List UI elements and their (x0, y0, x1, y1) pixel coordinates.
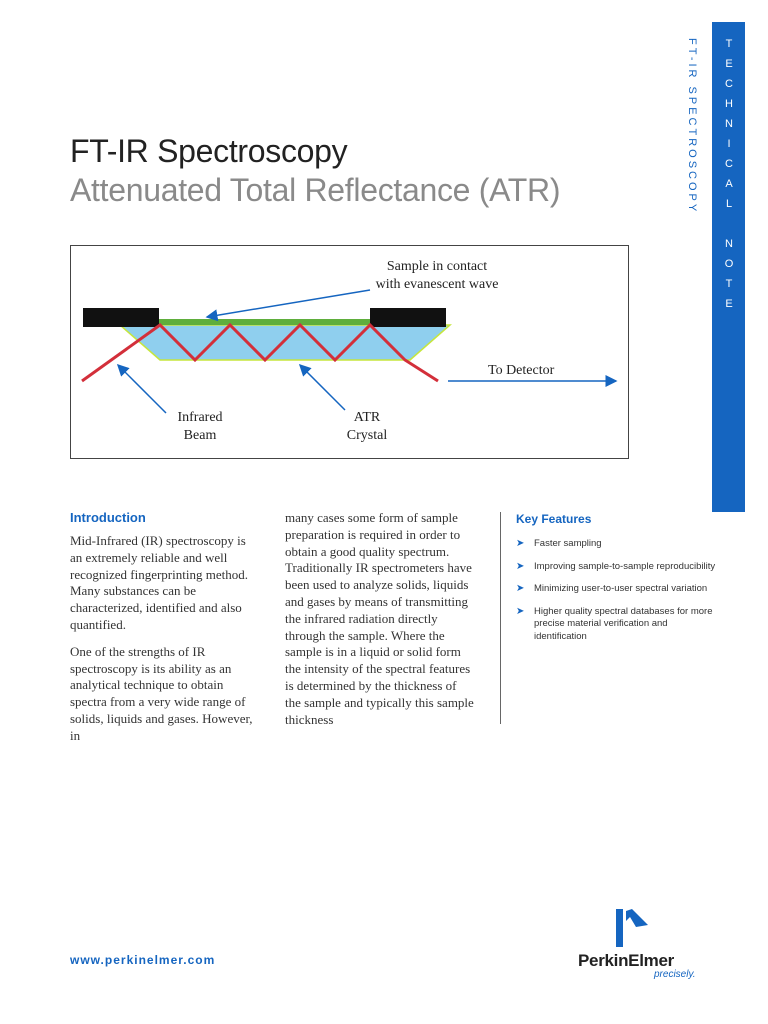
beam-label-line2: Beam (184, 428, 217, 443)
chevron-right-icon: ➤ (516, 605, 525, 617)
technical-note-label: TECHNICAL NOTE (723, 38, 735, 318)
chevron-right-icon: ➤ (516, 538, 525, 549)
key-feature-text: Improving sample-to-sample reproducibili… (534, 560, 716, 572)
clamp-right (370, 308, 446, 327)
page-subtitle: Attenuated Total Reflectance (ATR) (70, 172, 561, 208)
sample-pointer-arrow (205, 289, 371, 322)
category-label: FT-IR SPECTROSCOPY (686, 38, 698, 215)
intro-column-1: Mid-Infrared (IR) spectroscopy is an ext… (70, 533, 258, 755)
infrared-beam-path (81, 322, 439, 383)
key-feature-item: ➤ Faster sampling (516, 538, 716, 551)
atr-diagram: Sample in contact with evanescent wave T… (70, 245, 629, 459)
brand-name: PerkinElmer (578, 951, 674, 970)
key-feature-text: Higher quality spectral databases for mo… (534, 605, 713, 642)
crystal-label-line2: Crystal (347, 428, 388, 443)
crystal-label-line1: ATR (354, 410, 381, 425)
key-feature-item: ➤ Minimizing user-to-user spectral varia… (516, 583, 716, 596)
technical-note-banner (712, 22, 745, 512)
intro-paragraph-2: One of the strengths of IR spectroscopy … (70, 643, 253, 743)
key-feature-text: Faster sampling (534, 538, 602, 549)
key-feature-item: ➤ Improving sample-to-sample reproducibi… (516, 561, 716, 574)
sample-layer (156, 319, 416, 325)
intro-paragraph-3: many cases some form of sample preparati… (285, 510, 474, 727)
crystal-pointer-arrow (298, 363, 346, 411)
key-features-list: ➤ Faster sampling ➤ Improving sample-to-… (516, 538, 716, 653)
key-features-heading: Key Features (516, 512, 592, 526)
brand-tagline: precisely. (654, 969, 696, 980)
sample-label-line1: Sample in contact (387, 259, 487, 274)
clamp-left (83, 308, 159, 327)
column-divider (500, 512, 501, 724)
detector-label: To Detector (488, 363, 555, 378)
intro-column-2: many cases some form of sample preparati… (285, 510, 475, 738)
key-feature-text: Minimizing user-to-user spectral variati… (534, 583, 708, 594)
website-link[interactable]: www.perkinelmer.com (70, 953, 216, 967)
perkinelmer-logo-icon (616, 909, 648, 947)
intro-paragraph-1: Mid-Infrared (IR) spectroscopy is an ext… (70, 533, 248, 632)
beam-pointer-arrow (116, 363, 167, 414)
chevron-right-icon: ➤ (516, 560, 525, 572)
beam-label-line1: Infrared (177, 410, 222, 425)
sample-label-line2: with evanescent wave (376, 277, 499, 292)
chevron-right-icon: ➤ (516, 583, 525, 594)
key-feature-item: ➤ Higher quality spectral databases for … (516, 606, 716, 644)
page-title: FT-IR Spectroscopy (70, 133, 348, 169)
introduction-heading: Introduction (70, 510, 146, 525)
